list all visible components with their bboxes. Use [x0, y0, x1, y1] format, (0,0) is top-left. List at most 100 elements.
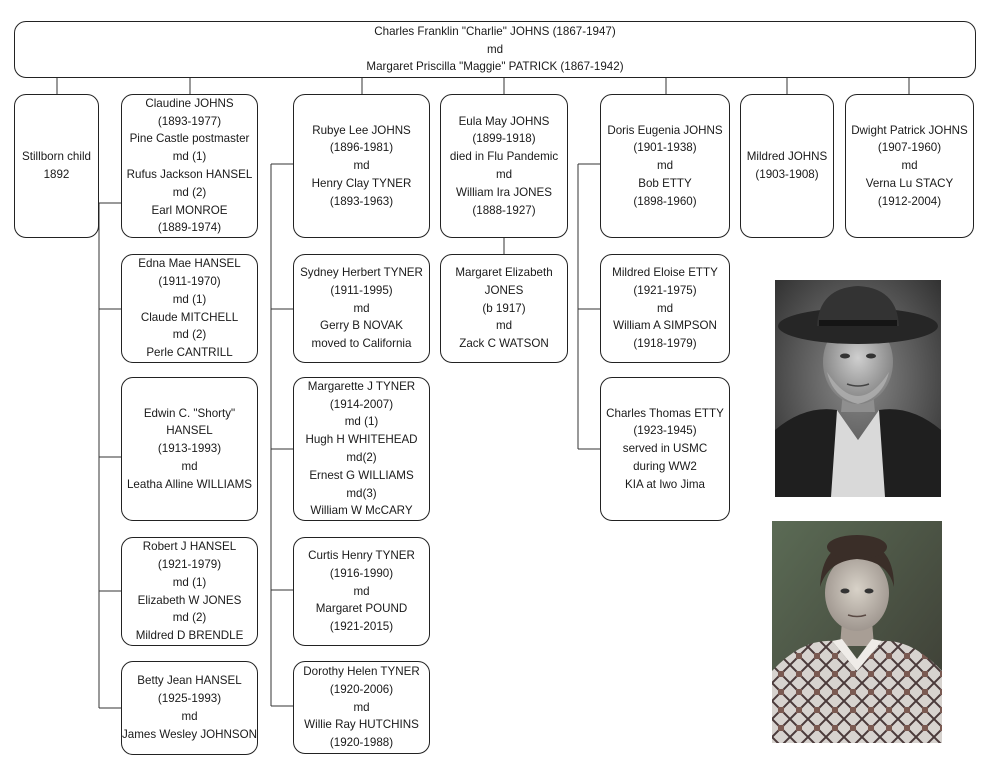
person-line: (1893-1963): [329, 194, 394, 208]
person-line: Charles Thomas ETTY: [606, 406, 724, 420]
person-line: md (2): [172, 611, 207, 625]
root-line-2: md: [486, 42, 504, 56]
portrait-photo-woman: [772, 521, 942, 743]
person-line: (1903-1908): [755, 168, 819, 181]
person-line: (1912-2004): [877, 194, 942, 208]
person-line: HANSEL: [166, 424, 213, 438]
person-line: Mildred Eloise ETTY: [612, 266, 718, 279]
root-couple-box: Charles Franklin "Charlie" JOHNS (1867-1…: [14, 21, 976, 78]
person-line: (1918-1979): [633, 337, 697, 351]
person-line: Elizabeth W JONES: [137, 593, 242, 607]
grandchild-box-margaret-jones: Margaret Elizabeth JONES (b 1917) md Zac…: [440, 254, 568, 363]
grandchild-box-robert: Robert J HANSEL (1921-1979) md (1) Eliza…: [121, 537, 258, 646]
person-line: Earl MONROE: [151, 203, 228, 217]
person-line: Margaret Elizabeth: [455, 266, 553, 279]
person-line: md (2): [172, 328, 207, 342]
person-line: md: [181, 710, 198, 723]
person-line: (b 1917): [482, 301, 526, 315]
person-line: Curtis Henry TYNER: [308, 549, 415, 562]
grandchild-box-edwin: Edwin C. "Shorty" HANSEL (1913-1993) md …: [121, 377, 258, 521]
person-line: died in Flu Pandemic: [449, 150, 559, 164]
person-line: Bob ETTY: [638, 176, 692, 190]
child-box-dwight: Dwight Patrick JOHNS (1907-1960) md Vern…: [845, 94, 974, 238]
person-line: (1911-1995): [330, 283, 393, 297]
grandchild-box-sydney: Sydney Herbert TYNER (1911-1995) md Gerr…: [293, 254, 430, 363]
person-line: (1923-1945): [633, 424, 697, 438]
person-line: William W McCARY: [310, 504, 413, 518]
person-line: Leatha Alline WILLIAMS: [126, 477, 253, 491]
person-line: (1921-1979): [157, 557, 222, 571]
person-line: md: [901, 159, 918, 173]
person-line: md: [495, 319, 513, 333]
grandchild-box-curtis: Curtis Henry TYNER (1916-1990) md Margar…: [293, 537, 430, 646]
person-line: during WW2: [633, 459, 697, 473]
person-line: Robert J HANSEL: [142, 540, 237, 554]
person-line: Pine Castle postmaster: [129, 132, 250, 146]
person-line: William A SIMPSON: [613, 319, 717, 333]
root-line-3: Margaret Priscilla "Maggie" PATRICK (186…: [366, 60, 624, 74]
person-line: md: [181, 459, 198, 473]
person-line: md: [353, 700, 370, 714]
person-line: Willie Ray HUTCHINS: [304, 718, 419, 732]
person-line: md (1): [344, 415, 379, 429]
person-line: Mildred D BRENDLE: [135, 629, 244, 643]
person-line: md: [656, 301, 674, 315]
child-box-doris: Doris Eugenia JOHNS (1901-1938) md Bob E…: [600, 94, 730, 238]
person-line: (1920-2006): [329, 682, 394, 696]
person-line: (1896-1981): [329, 141, 394, 155]
portrait-photo-man: [775, 280, 941, 497]
person-line: Edna Mae HANSEL: [138, 257, 241, 271]
child-box-mildred: Mildred JOHNS (1903-1908): [740, 94, 834, 238]
person-line: (1899-1918): [472, 132, 536, 146]
person-line: md(3): [346, 486, 377, 500]
grandchild-box-mildred-etty: Mildred Eloise ETTY (1921-1975) md Willi…: [600, 254, 730, 363]
person-line: (1901-1938): [633, 141, 697, 155]
child-box-eula: Eula May JOHNS (1899-1918) died in Flu P…: [440, 94, 568, 238]
grandchild-box-betty: Betty Jean HANSEL (1925-1993) md James W…: [121, 661, 258, 755]
person-line: Margarette J TYNER: [307, 379, 416, 393]
person-line: William Ira JONES: [456, 185, 552, 199]
person-line: (1916-1990): [329, 566, 394, 580]
person-line: md (2): [172, 185, 207, 199]
person-line: Henry Clay TYNER: [311, 176, 412, 190]
grandchild-box-dorothy: Dorothy Helen TYNER (1920-2006) md Willi…: [293, 661, 430, 754]
grandchild-box-charles-etty: Charles Thomas ETTY (1923-1945) served i…: [600, 377, 730, 521]
person-line: Doris Eugenia JOHNS: [607, 123, 723, 137]
person-line: (1888-1927): [472, 203, 536, 217]
person-line: (1898-1960): [633, 194, 697, 208]
grandchild-box-margarette: Margarette J TYNER (1914-2007) md (1) Hu…: [293, 377, 430, 521]
person-line: Stillborn child: [22, 150, 91, 164]
person-line: served in USMC: [622, 442, 708, 456]
child-box-stillborn: Stillborn child 1892: [14, 94, 99, 238]
person-line: Verna Lu STACY: [865, 176, 954, 190]
person-line: md(2): [346, 451, 377, 464]
person-line: Rubye Lee JOHNS: [312, 123, 411, 137]
person-line: (1920-1988): [329, 736, 394, 750]
person-line: md (1): [172, 575, 207, 589]
person-line: Edwin C. "Shorty": [143, 406, 236, 420]
person-line: (1921-2015): [329, 620, 394, 634]
person-line: Zack C WATSON: [459, 337, 549, 351]
person-line: Claude MITCHELL: [140, 310, 239, 324]
person-line: (1889-1974): [157, 221, 222, 235]
child-box-claudine: Claudine JOHNS (1893-1977) Pine Castle p…: [121, 94, 258, 238]
person-line: KIA at Iwo Jima: [625, 477, 705, 491]
person-line: Hugh H WHITEHEAD: [305, 433, 418, 447]
person-line: (1911-1970): [158, 274, 221, 288]
person-line: Perle CANTRILL: [146, 346, 233, 360]
person-line: (1914-2007): [329, 397, 394, 411]
person-line: Ernest G WILLIAMS: [309, 468, 414, 482]
person-line: Sydney Herbert TYNER: [300, 266, 423, 279]
person-line: md: [353, 301, 370, 315]
person-line: md (1): [172, 292, 207, 306]
person-line: (1921-1975): [633, 283, 697, 297]
person-line: Margaret POUND: [315, 602, 408, 616]
person-line: Mildred JOHNS: [746, 150, 828, 164]
person-line: md (1): [172, 150, 207, 164]
person-line: md: [353, 584, 370, 598]
root-line-1: Charles Franklin "Charlie" JOHNS (1867-1…: [374, 24, 616, 38]
child-box-rubye: Rubye Lee JOHNS (1896-1981) md Henry Cla…: [293, 94, 430, 238]
person-line: (1907-1960): [877, 141, 942, 155]
person-line: md: [353, 159, 370, 173]
person-line: Gerry B NOVAK: [320, 319, 403, 333]
